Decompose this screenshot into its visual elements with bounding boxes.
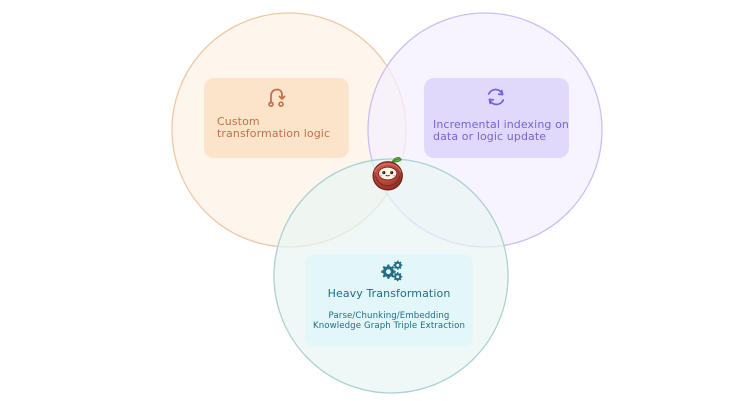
gears-icon: [381, 260, 403, 282]
custom-transformation-text: Custom transformation logic: [217, 116, 343, 140]
incremental-indexing-line-2: data or logic update: [433, 130, 547, 143]
custom-transformation-card: [204, 78, 349, 158]
heavy-transformation-subtitle: Parse/Chunking/Embedding Knowledge Graph…: [305, 311, 473, 331]
incremental-indexing-text: Incremental indexing on data or logic up…: [433, 118, 569, 143]
refresh-icon: [487, 88, 505, 106]
heavy-transformation-title: Heavy Transformation: [327, 287, 451, 300]
incremental-indexing-card: [424, 78, 569, 158]
custom-transformation-line-1: Custom: [217, 115, 260, 128]
custom-transformation-line-2: transformation logic: [217, 127, 331, 140]
branch-loop-icon: [268, 88, 286, 108]
incremental-indexing-line-1: Incremental indexing on: [433, 118, 569, 131]
heavy-transformation-subtitle-line-2: Knowledge Graph Triple Extraction: [312, 321, 465, 331]
heavy-transformation-subtitle-line-1: Parse/Chunking/Embedding: [328, 311, 450, 321]
coconut-mascot-icon: [372, 157, 403, 191]
